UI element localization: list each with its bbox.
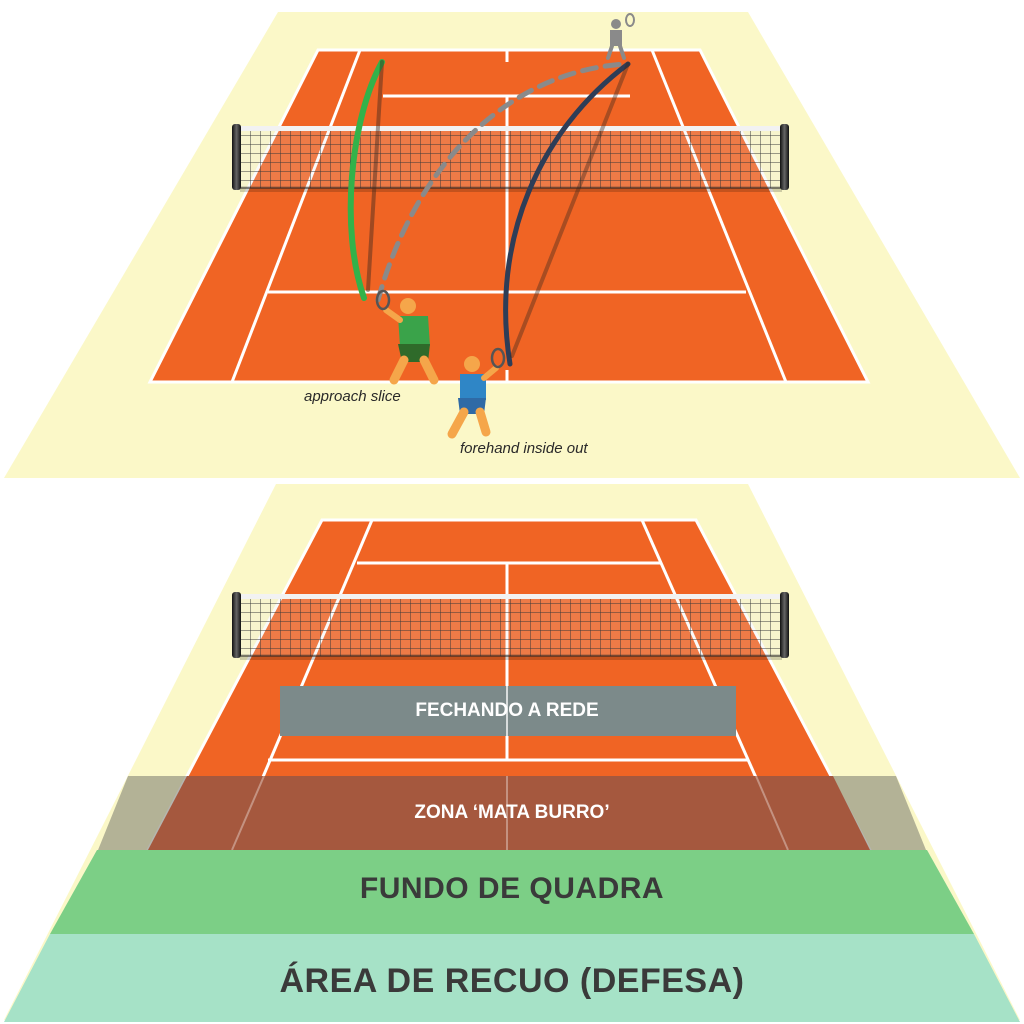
bottom-net-post-left (232, 592, 241, 658)
player-green-racket-icon (375, 289, 391, 311)
trajectory-approach-slice-shadow (366, 60, 384, 292)
trajectory-opponent-reply (375, 61, 629, 303)
player-blue-arm (481, 365, 499, 381)
top-net-band (240, 126, 782, 131)
zone-baseline (50, 850, 974, 934)
player-green-head (400, 298, 416, 314)
player-green-arm (383, 307, 403, 323)
top-court-diagram (4, 12, 1020, 478)
player-blue (447, 347, 506, 439)
player-blue-head (464, 356, 480, 372)
label-forehand-inside-out: forehand inside out (460, 440, 588, 457)
player-green-body (398, 316, 430, 346)
bottom-net-shadow (240, 654, 782, 660)
trajectory-forehand-shadow (510, 62, 630, 358)
trajectory-forehand-inside-out (503, 61, 631, 367)
zone-mata-burro-lines (231, 775, 789, 851)
zone-mata-burro-label: ZONA ‘MATA BURRO’ (414, 802, 610, 823)
top-net-post-right (780, 124, 789, 190)
trajectory-approach-slice (347, 59, 385, 301)
player-opponent (606, 13, 635, 60)
top-net (232, 124, 789, 192)
bottom-net-post-right (780, 592, 789, 658)
zone-mata-burro-court (148, 776, 870, 850)
player-opponent-legs (606, 44, 626, 60)
zone-baseline-label: FUNDO DE QUADRA (359, 872, 665, 905)
player-opponent-racket-icon (625, 13, 635, 27)
bottom-net (232, 592, 789, 660)
player-opponent-head (611, 19, 621, 29)
label-approach-slice: approach slice (304, 388, 401, 405)
bottom-court-diagram (4, 484, 1020, 1022)
zone-retreat (4, 934, 1020, 1022)
player-blue-legs (447, 407, 491, 439)
player-blue-body (460, 374, 486, 400)
top-net-shadow (240, 186, 782, 192)
player-green-legs (389, 355, 439, 385)
bottom-net-band (240, 594, 782, 599)
top-net-post-left (232, 124, 241, 190)
zone-retreat-label: ÁREA DE RECUO (DEFESA) (279, 962, 745, 1000)
bottom-net-mesh (239, 595, 783, 657)
shot-trajectories (347, 59, 631, 367)
top-net-mesh (239, 127, 783, 189)
zone-closing-net-label: FECHANDO A REDE (415, 700, 599, 721)
player-opponent-body (610, 30, 622, 46)
player-blue-racket-icon (490, 347, 506, 369)
player-green (375, 289, 439, 385)
